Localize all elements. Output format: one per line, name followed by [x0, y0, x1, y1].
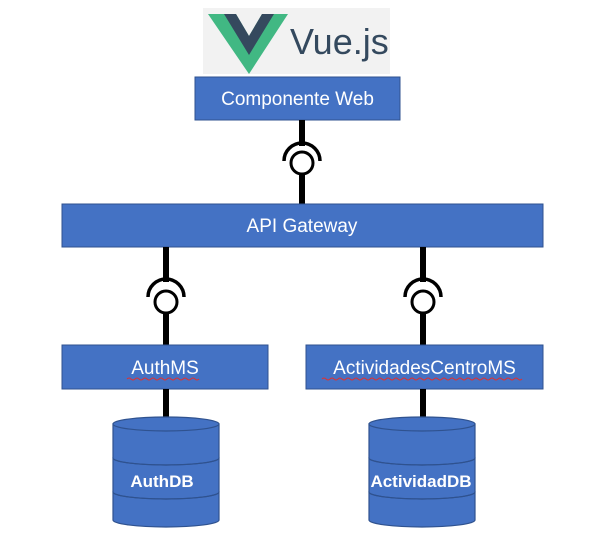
- api-gateway-box: API Gateway: [61, 203, 544, 248]
- socket-icon: [146, 277, 186, 298]
- gateway-actividades-interface: [403, 247, 443, 345]
- lollipop-icon: [410, 289, 436, 315]
- web-gateway-interface: [282, 120, 322, 204]
- spellcheck-underline: [126, 377, 200, 381]
- componente-web-label: Componente Web: [221, 89, 374, 110]
- actividad-db-label: ActividadDB: [370, 472, 471, 491]
- vue-logo: Vue.js: [203, 8, 390, 74]
- componente-web-box: Componente Web: [194, 76, 401, 121]
- spellcheck-underline: [321, 377, 523, 381]
- socket-icon: [403, 277, 443, 298]
- vue-logo-text: Vue.js: [290, 21, 389, 62]
- auth-ms-label: AuthMS: [131, 358, 199, 379]
- actividades-ms-label: ActividadesCentroMS: [333, 358, 516, 379]
- auth-db-label: AuthDB: [130, 472, 193, 491]
- actividades-ms-box: ActividadesCentroMS: [305, 344, 544, 390]
- lollipop-icon: [153, 289, 179, 315]
- vue-logo-icon: [208, 14, 288, 74]
- gateway-auth-interface: [146, 247, 186, 345]
- api-gateway-label: API Gateway: [247, 216, 358, 237]
- socket-icon: [282, 141, 322, 162]
- actividad-db-cylinder: ActividadDB: [368, 416, 476, 528]
- lollipop-icon: [289, 150, 315, 176]
- auth-db-cylinder: AuthDB: [112, 416, 220, 528]
- auth-ms-box: AuthMS: [61, 344, 269, 390]
